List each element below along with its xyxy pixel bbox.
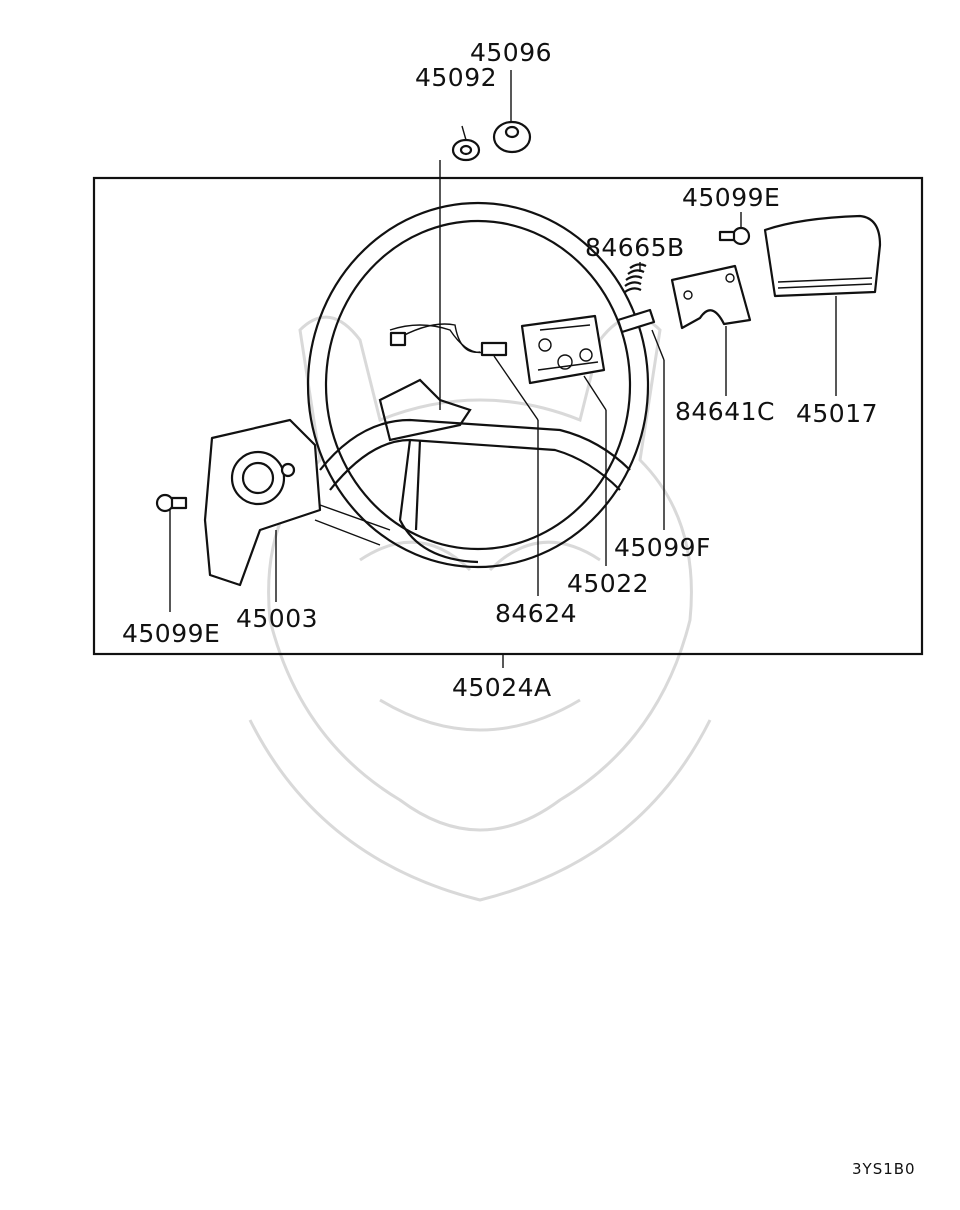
screw-left-drawing — [155, 493, 188, 513]
label-45024A: 45024A — [452, 673, 552, 702]
label-45096: 45096 — [470, 38, 552, 67]
label-84665B: 84665B — [585, 233, 685, 262]
label-84624: 84624 — [495, 599, 577, 628]
label-45017: 45017 — [796, 399, 878, 428]
label-45022: 45022 — [567, 569, 649, 598]
screw-top-drawing — [718, 226, 751, 246]
assembly-frame — [92, 176, 924, 656]
bracket-84641C-drawing — [670, 264, 752, 330]
pad-45017-drawing — [763, 214, 882, 298]
knob-45096-drawing — [492, 120, 532, 154]
label-45099E-left: 45099E — [122, 619, 220, 648]
watermark-emblem — [248, 315, 712, 902]
column-cover-drawing — [203, 418, 391, 587]
label-84641C: 84641C — [675, 397, 775, 426]
label-45003: 45003 — [236, 604, 318, 633]
cap-45092-drawing — [451, 138, 481, 162]
plate-45022-drawing — [520, 314, 606, 385]
diagram-code: 3YS1B0 — [852, 1160, 916, 1178]
harness-84624-drawing — [389, 323, 508, 357]
steering-wheel-drawing — [306, 201, 650, 569]
leader-lines — [169, 70, 837, 668]
label-45099F: 45099F — [614, 533, 711, 562]
spring-84665B-drawing — [624, 263, 647, 293]
label-45092: 45092 — [415, 63, 497, 92]
bolt-45099F-drawing — [616, 308, 656, 334]
label-45099E-top: 45099E — [682, 183, 780, 212]
